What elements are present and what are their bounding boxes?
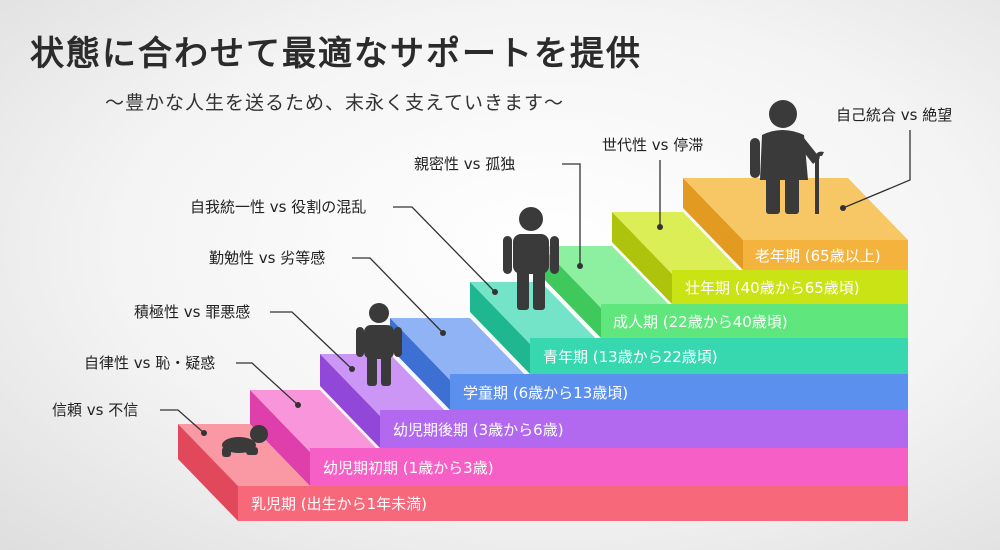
stage-label-early-childhood: 幼児期初期 (1歳から3歳) <box>323 459 494 477</box>
stair-step-mature-adult: 壮年期 (40歳から65歳頃) <box>612 212 908 304</box>
crisis-label-infancy: 信頼 vs 不信 <box>52 401 138 419</box>
stage-label-infancy: 乳児期 (出生から1年未満) <box>251 495 427 513</box>
page-subtitle: 〜豊かな人生を送るため、末永く支えていきます〜 <box>105 92 565 114</box>
stage-label-adulthood: 成人期 (22歳から40歳頃) <box>613 313 788 331</box>
child-figure-icon <box>356 303 402 386</box>
stage-label-adolescence: 青年期 (13歳から22歳頃) <box>543 348 718 366</box>
page-title: 状態に合わせて最適なサポートを提供 <box>30 34 642 74</box>
stage-label-preschool: 幼児期後期 (3歳から6歳) <box>393 421 564 439</box>
stair-step-infancy: 乳児期 (出生から1年未満) <box>178 424 908 521</box>
crisis-label-preschool: 積極性 vs 罪悪感 <box>134 303 250 321</box>
baby-figure-icon <box>222 425 268 457</box>
stair-step-school-age: 学童期 (6歳から13歳頃) <box>390 318 908 410</box>
crisis-callout-old-age: 自己統合 vs 絶望 <box>836 106 952 211</box>
crisis-callout-adolescence: 自我統一性 vs 役割の混乱 <box>190 198 498 295</box>
crisis-callout-school-age: 勤勉性 vs 劣等感 <box>209 249 446 336</box>
youth-figure-icon <box>503 207 559 310</box>
crisis-label-early-childhood: 自律性 vs 恥・疑惑 <box>84 354 215 372</box>
stage-label-school-age: 学童期 (6歳から13歳頃) <box>463 384 628 402</box>
crisis-label-old-age: 自己統合 vs 絶望 <box>836 106 952 124</box>
crisis-callout-mature-adult: 世代性 vs 停滞 <box>602 136 703 230</box>
crisis-callout-preschool: 積極性 vs 罪悪感 <box>134 303 355 372</box>
crisis-label-adolescence: 自我統一性 vs 役割の混乱 <box>190 198 366 216</box>
crisis-label-mature-adult: 世代性 vs 停滞 <box>602 136 703 154</box>
stair-step-adolescence: 青年期 (13歳から22歳頃) <box>470 282 908 374</box>
stair-step-early-childhood: 幼児期初期 (1歳から3歳) <box>250 390 908 486</box>
stage-label-old-age: 老年期 (65歳以上) <box>755 247 881 265</box>
stage-label-mature-adult: 壮年期 (40歳から65歳頃) <box>685 279 860 297</box>
crisis-callout-adulthood: 親密性 vs 孤独 <box>414 155 583 269</box>
crisis-label-adulthood: 親密性 vs 孤独 <box>414 155 515 173</box>
crisis-label-school-age: 勤勉性 vs 劣等感 <box>209 249 325 267</box>
crisis-callout-infancy: 信頼 vs 不信 <box>52 401 207 436</box>
crisis-callout-early-childhood: 自律性 vs 恥・疑惑 <box>84 354 301 408</box>
elderly-with-cane-icon <box>750 100 824 214</box>
